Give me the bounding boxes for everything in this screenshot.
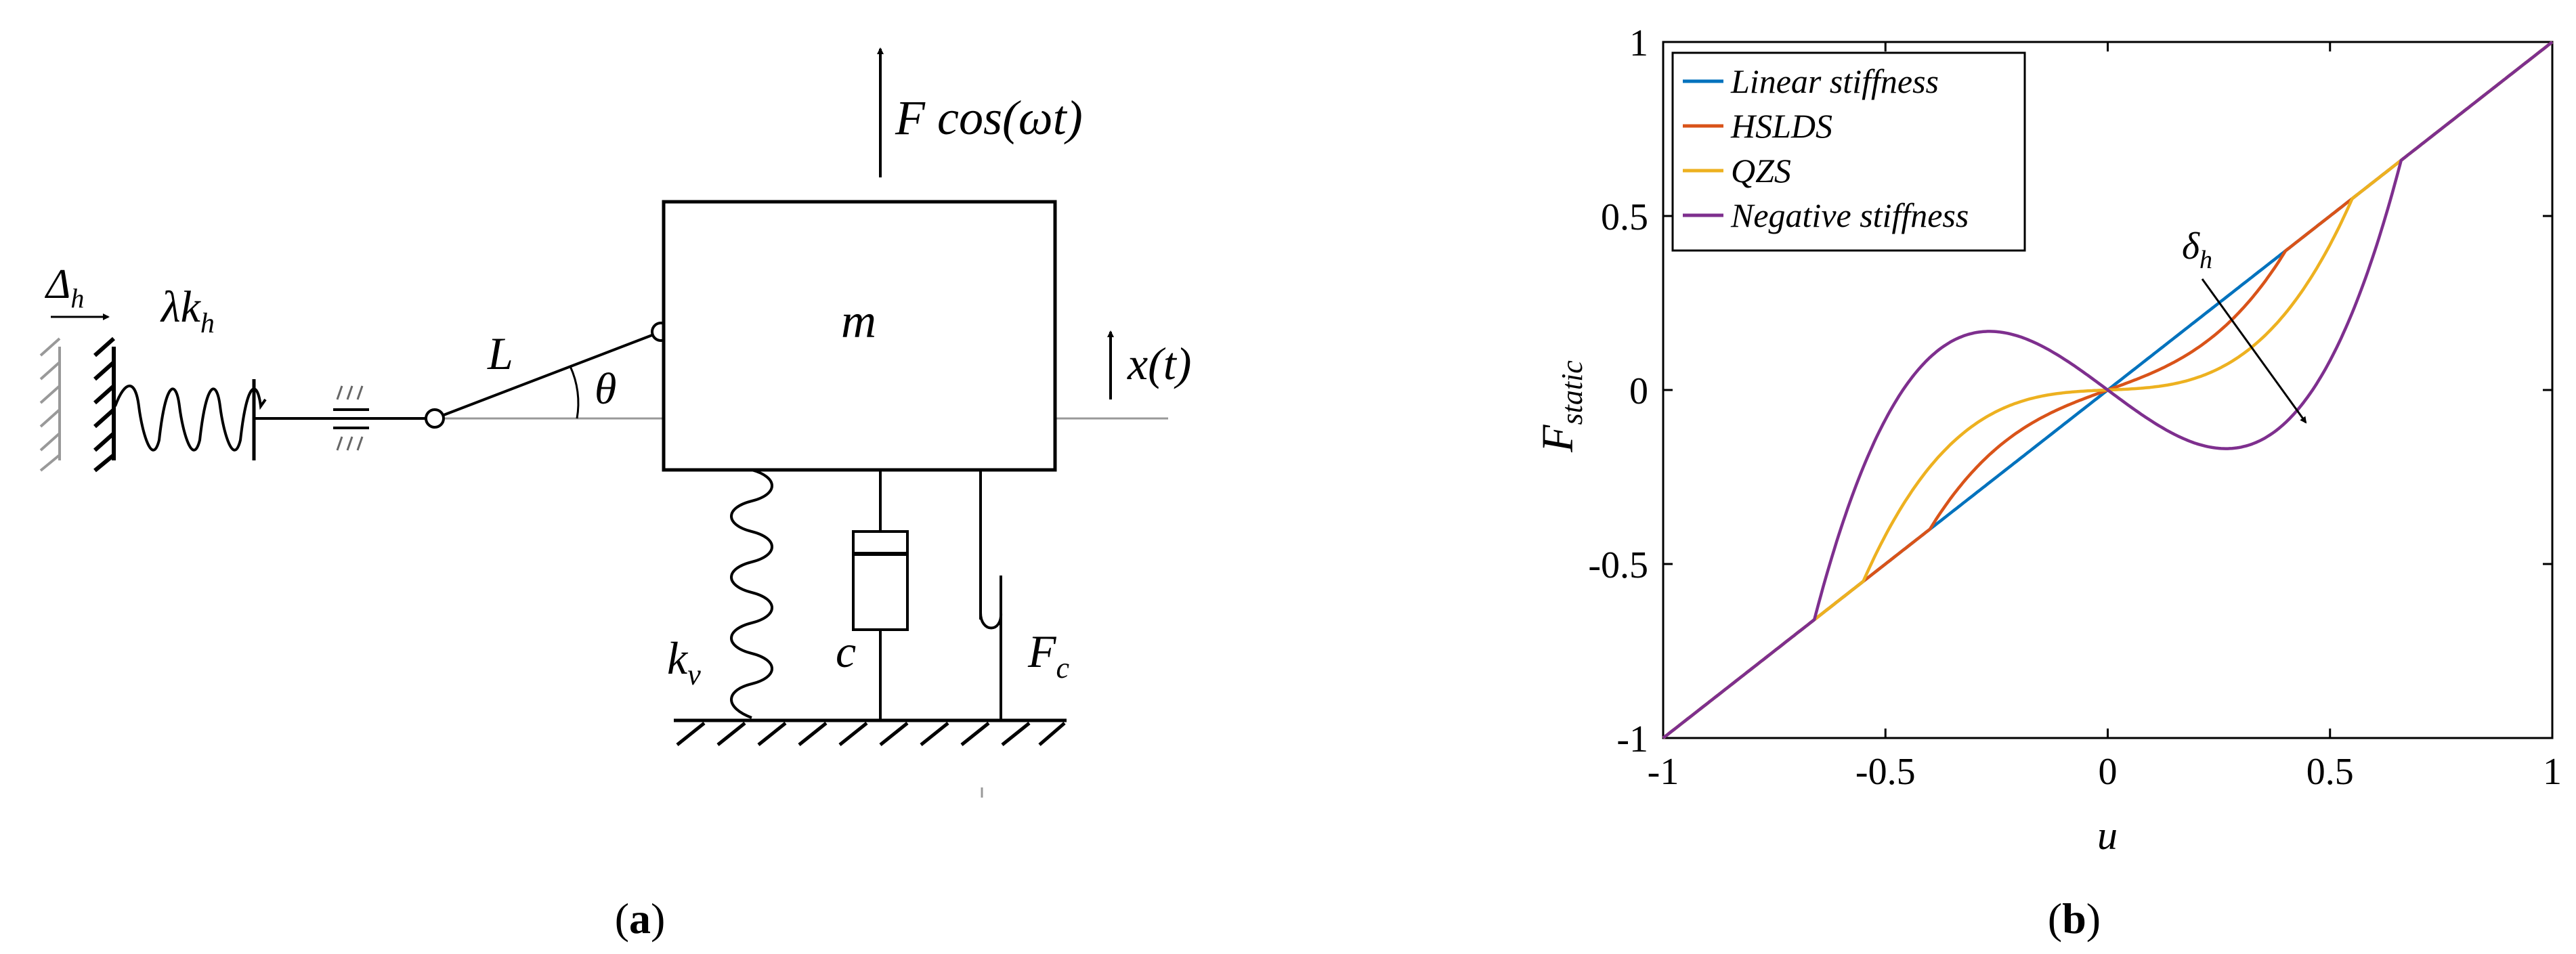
mass-block bbox=[662, 200, 1057, 472]
chart-panel: -1 -0.5 0 0.5 1 1 0.5 0 -0.5 -1 Linear stiffness… bbox=[1533, 22, 2562, 942]
x-axis-label: u bbox=[2097, 813, 2118, 858]
force-label: F cos(ωt) bbox=[895, 91, 1083, 145]
legend-label: QZS bbox=[1731, 152, 1791, 190]
legend-box bbox=[1671, 51, 2026, 252]
x-tick-label: 0.5 bbox=[2306, 751, 2354, 793]
horizontal-spring bbox=[114, 385, 267, 452]
y-tick-label: -0.5 bbox=[1588, 544, 1648, 586]
legend-label: HSLDS bbox=[1730, 107, 1832, 145]
legend-label: Negative stiffness bbox=[1730, 196, 1969, 234]
left-wall bbox=[93, 337, 116, 473]
left-wall-gray bbox=[39, 337, 61, 472]
x-axis-tick-labels: -1 -0.5 0 0.5 1 bbox=[1648, 751, 2562, 793]
series-negative-stiffness bbox=[1662, 41, 2554, 739]
preload-label: Δh bbox=[44, 261, 84, 313]
x-tick-label: -1 bbox=[1648, 751, 1679, 793]
delta-h-label: δh bbox=[2182, 225, 2212, 274]
y-tick-label: 0 bbox=[1629, 370, 1648, 412]
friction-element bbox=[979, 470, 1003, 719]
y-tick-label: 1 bbox=[1629, 22, 1648, 64]
link-label: L bbox=[487, 328, 513, 379]
y-tick-label: 0.5 bbox=[1601, 196, 1648, 238]
delta-h-arrow bbox=[2201, 278, 2307, 424]
x-tick-label: -0.5 bbox=[1855, 751, 1916, 793]
damper-label: c bbox=[836, 626, 856, 677]
y-axis-tick-labels: 1 0.5 0 -0.5 -1 bbox=[1588, 22, 1648, 760]
legend-label: Linear stiffness bbox=[1730, 62, 1939, 100]
vertical-spring-label: kv bbox=[667, 632, 701, 691]
left-pivot bbox=[425, 408, 445, 429]
y-axis-label: Fstatic bbox=[1533, 360, 1589, 453]
displacement-label: x(t) bbox=[1127, 338, 1191, 389]
chart-series bbox=[1662, 41, 2554, 739]
damper bbox=[852, 470, 909, 719]
schematic-panel: Δh λkh L θ m F bbox=[39, 47, 1191, 942]
horizontal-spring-label: λkh bbox=[160, 282, 215, 339]
y-tick-label: -1 bbox=[1616, 718, 1648, 760]
angle-arc bbox=[569, 366, 580, 419]
x-tick-label: 1 bbox=[2543, 751, 2562, 793]
x-tick-label: 0 bbox=[2099, 751, 2118, 793]
friction-label: Fc bbox=[1027, 626, 1070, 685]
angle-label: θ bbox=[595, 364, 616, 414]
vertical-spring bbox=[730, 469, 773, 719]
link-bar bbox=[434, 330, 662, 420]
caption-b: (b) bbox=[2048, 894, 2101, 942]
caption-a: (a) bbox=[615, 894, 666, 942]
mass-label: m bbox=[841, 294, 876, 348]
ground bbox=[674, 718, 1067, 746]
slider-guide bbox=[333, 385, 369, 451]
